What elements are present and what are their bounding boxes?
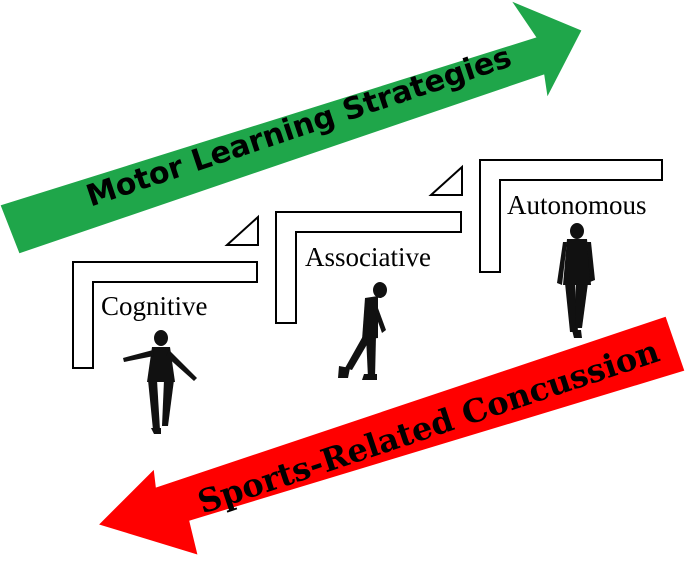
step-associative-wedge	[428, 164, 463, 196]
cognitive-silhouette-icon	[123, 330, 197, 434]
red-arrow-shape	[99, 316, 685, 555]
step-cognitive-wedge	[224, 214, 259, 246]
step-autonomous: Autonomous	[479, 159, 663, 338]
step-autonomous-shape	[479, 159, 663, 273]
step-cognitive: Cognitive	[72, 214, 259, 434]
step-associative: Associative	[275, 164, 463, 380]
red-arrow: Sports-Related Concussion	[99, 316, 685, 555]
red-arrow-label: Sports-Related Concussion	[193, 332, 664, 522]
autonomous-silhouette-icon	[557, 223, 595, 338]
step-associative-shape	[275, 211, 462, 324]
green-arrow-shape	[0, 1, 582, 254]
stage-label-autonomous: Autonomous	[507, 190, 647, 220]
stage-label-associative: Associative	[305, 242, 431, 272]
step-cognitive-shape	[72, 261, 258, 369]
stage-label-cognitive: Cognitive	[101, 291, 208, 321]
associative-silhouette-icon	[338, 282, 387, 380]
